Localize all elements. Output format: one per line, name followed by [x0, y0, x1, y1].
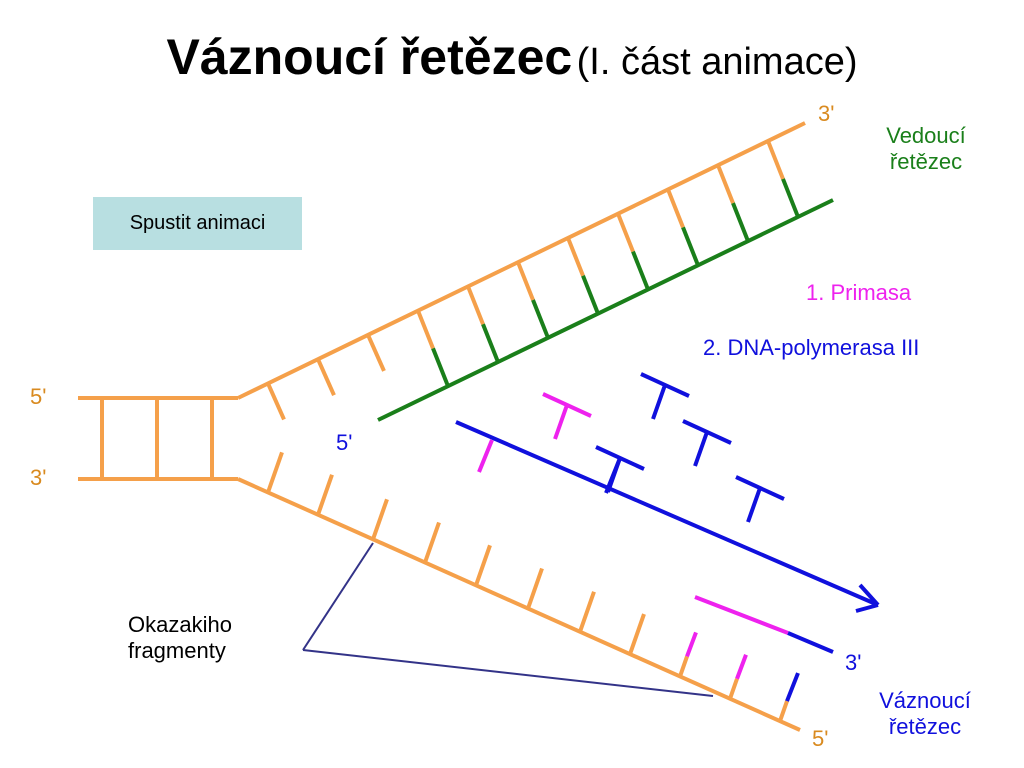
lower-template-base-2 [316, 474, 334, 516]
lagging-strand-arrow [455, 420, 880, 613]
title-main: Váznoucí řetězec [166, 29, 573, 85]
leading-base-7 [581, 275, 600, 315]
lagging-strand-label: Váznoucí řetězec [862, 688, 988, 740]
slide-title: Váznoucí řetězec (I. část animace) [0, 28, 1024, 86]
leading-base-4 [431, 347, 450, 387]
lower-template-base-10 [728, 678, 739, 700]
lower-template-base-3 [371, 498, 389, 540]
leading-strand-label-line1: Vedoucí [886, 123, 966, 148]
bottom-5prime-label: 5' [812, 726, 829, 751]
upper-template-base-3 [366, 334, 386, 372]
lagging-strand-label-line2: řetězec [888, 714, 962, 739]
left-3prime-label: 3' [30, 465, 47, 490]
upper-template-base-8 [616, 212, 635, 253]
lagging-fragment-backbone [787, 631, 834, 654]
lagging-5prime-label: 5' [336, 430, 353, 455]
polymerase-nucleotides [595, 372, 834, 702]
lagging-arrowhead-lower [855, 603, 879, 613]
template-upper-strand [237, 121, 806, 400]
okazaki-pointer-upper [302, 542, 374, 651]
lower-template-base-8 [628, 613, 646, 655]
okazaki-label-line2: fragmenty [128, 638, 226, 663]
lower-template-base-9 [678, 655, 689, 678]
okazaki-pointer-lines [302, 542, 714, 697]
free-nucleotide-2-stem [693, 431, 709, 467]
template-strands [78, 121, 806, 732]
lagging-3prime-label: 3' [845, 650, 862, 675]
lower-template-base-4 [423, 521, 441, 564]
upper-template-base-6 [516, 261, 535, 301]
polymerase-label: 2. DNA-polymerasa III [703, 335, 920, 360]
upper-template-base-11 [766, 140, 785, 180]
leading-base-10 [731, 202, 750, 242]
left-5prime-label: 5' [30, 384, 47, 409]
lower-template-base-1 [266, 451, 284, 494]
leading-base-6 [531, 299, 550, 339]
lagging-strand-label-line1: Váznoucí [879, 688, 971, 713]
leading-strand-label: Vedoucí řetězec [865, 123, 987, 175]
okazaki-fragments-label: Okazakiho fragmenty [128, 612, 232, 664]
free-nucleotide-3-stem [606, 457, 622, 493]
lower-template-base-11 [778, 700, 789, 722]
upper-template-base-5 [466, 285, 485, 325]
leading-strand [377, 178, 834, 422]
lower-template-base-6 [526, 567, 544, 610]
leading-strand-backbone [377, 198, 834, 422]
okazaki-label-line1: Okazakiho [128, 612, 232, 637]
primer-base-10 [735, 654, 748, 680]
leading-base-11 [781, 178, 800, 218]
arrow-primer [477, 439, 494, 473]
upper-template-base-2 [316, 358, 336, 397]
upper-template-base-10 [716, 164, 735, 204]
upper-template-base-9 [666, 188, 685, 229]
primase-primers [477, 392, 789, 680]
primer-backbone [694, 595, 789, 635]
primer-base-9 [685, 631, 698, 658]
lagging-synthesis-arrow [455, 420, 879, 607]
lagging-arrowhead-upper [858, 583, 880, 607]
lagging-base-11 [785, 672, 800, 702]
upper-template-base-7 [566, 237, 585, 277]
free-nucleotide-4-stem [746, 487, 762, 523]
leading-strand-label-line2: řetězec [889, 149, 963, 174]
lower-template-base-7 [578, 591, 596, 633]
free-primer-1-stem [553, 404, 569, 440]
free-nucleotide-1-stem [651, 384, 667, 420]
start-animation-button[interactable]: Spustit animaci [93, 197, 302, 250]
leading-base-9 [681, 226, 700, 267]
leading-3prime-label: 3' [818, 101, 835, 126]
okazaki-pointer-lower [302, 649, 714, 697]
primase-label: 1. Primasa [806, 280, 912, 305]
template-lower-strand [237, 477, 801, 732]
upper-template-base-4 [416, 309, 435, 350]
upper-template-base-1 [266, 382, 286, 421]
lower-template-base-5 [474, 544, 492, 586]
leading-base-8 [631, 250, 650, 291]
title-subtitle: (I. část animace) [576, 41, 858, 83]
leading-base-5 [481, 323, 500, 363]
